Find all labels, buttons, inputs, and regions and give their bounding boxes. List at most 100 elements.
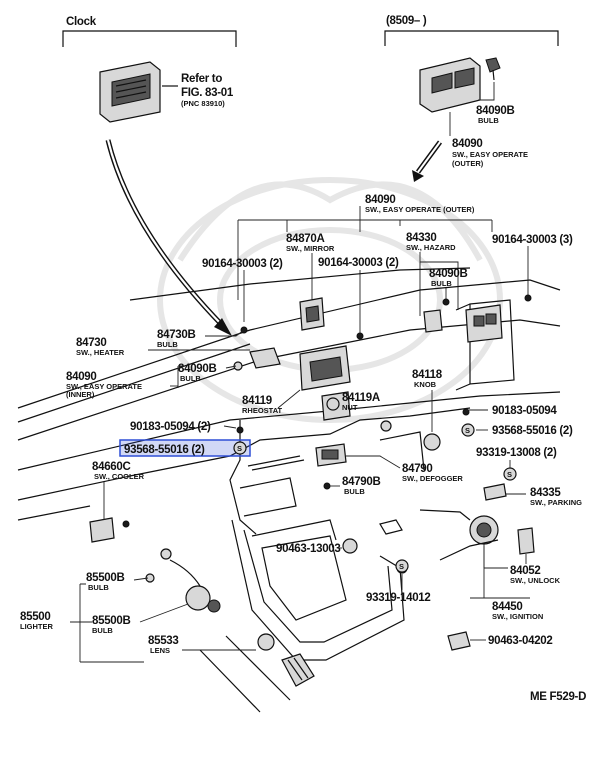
- lbl-84660c: SW., COOLER: [94, 472, 145, 481]
- lbl-84090-outer-top: SW., EASY OPERATE (OUTER): [365, 205, 475, 214]
- part-85500b-a: 85500B BULB: [86, 572, 149, 592]
- pn-93568-right: 93568-55016 (2): [492, 425, 573, 437]
- lbl-84118: KNOB: [414, 380, 437, 389]
- pn-84090b-mid: 84090B: [429, 268, 467, 280]
- date-header: (8509– ): [384, 15, 559, 46]
- part-90183-left: 90183-05094 (2): [130, 421, 237, 433]
- part-84118: 84118 KNOB: [412, 369, 443, 432]
- pn-84790: 84790: [402, 463, 432, 475]
- part-84330: 84330 SW., HAZARD: [406, 232, 459, 316]
- pn-85500: 85500: [20, 611, 50, 623]
- footer-code: ME F529-D: [530, 691, 586, 703]
- part-90463-04202: 90463-04202: [470, 635, 553, 647]
- pn-84090b-left: 84090B: [178, 363, 216, 375]
- pn-90164-left: 90164-30003 (2): [202, 258, 283, 270]
- svg-text:S: S: [465, 426, 470, 435]
- pn-84090-inner: 84090: [66, 371, 96, 383]
- dash-components: [89, 294, 535, 687]
- dashboard-drawing: [17, 267, 561, 713]
- lbl-84090-outer: SW., EASY OPERATE: [452, 150, 528, 159]
- part-90164-right: 90164-30003 (3): [492, 234, 573, 296]
- pn-84730b: 84730B: [157, 329, 195, 341]
- pn-90183-left: 90183-05094 (2): [130, 421, 211, 433]
- pn-85533: 85533: [148, 635, 178, 647]
- part-90183-right: 90183-05094: [466, 405, 558, 417]
- pn-84119: 84119: [242, 395, 272, 407]
- pn-93319-13008: 93319-13008 (2): [476, 447, 557, 459]
- part-93319-13008: 93319-13008 (2) S: [476, 447, 557, 481]
- clock-unit-drawing: [99, 61, 161, 123]
- part-84730: 84730 SW., HEATER: [76, 337, 250, 357]
- pn-84090-outer: 84090: [452, 138, 482, 150]
- part-84870a: 84870A SW., MIRROR: [286, 233, 335, 302]
- pn-84330: 84330: [406, 232, 436, 244]
- pn-90183-right: 90183-05094: [492, 405, 557, 417]
- fig-ref-text: FIG. 83-01: [181, 87, 234, 99]
- lbl-84870a: SW., MIRROR: [286, 244, 335, 253]
- part-93568-right: S 93568-55016 (2): [461, 423, 573, 437]
- lbl-84119: RHEOSTAT: [242, 406, 283, 415]
- part-84090b-left: 84090B BULB: [177, 363, 237, 388]
- lbl-85500b-a: BULB: [88, 583, 109, 592]
- part-84090b-top: 84090B BULB: [476, 82, 515, 125]
- part-85533: 85533 LENS: [148, 635, 256, 655]
- clock-title: Clock: [66, 16, 97, 28]
- pn-90164-right: 90164-30003 (3): [492, 234, 573, 246]
- date-range: (8509– ): [386, 15, 427, 27]
- part-84090-inner: 84090 SW., EASY OPERATE (INNER): [66, 371, 178, 399]
- lbl-84790: SW., DEFOGGER: [402, 474, 463, 483]
- lbl-84090b-top: BULB: [478, 116, 499, 125]
- lbl-84335: SW., PARKING: [530, 498, 582, 507]
- part-84052: 84052 SW., UNLOCK: [483, 546, 561, 585]
- part-90164-mid: 90164-30003 (2): [318, 257, 399, 334]
- pn-84335: 84335: [530, 487, 561, 499]
- svg-text:S: S: [237, 444, 242, 453]
- outer-switch-drawing: [419, 57, 501, 113]
- pn-84118: 84118: [412, 369, 443, 381]
- pn-84660c: 84660C: [92, 461, 130, 473]
- part-93568-left: 93568-55016 (2) S: [119, 439, 251, 457]
- part-84790b: 84790B BULB: [330, 476, 381, 496]
- pn-84119a: 84119A: [342, 392, 380, 404]
- svg-text:S: S: [507, 470, 512, 479]
- pn-84730: 84730: [76, 337, 106, 349]
- lbl-84450: SW., IGNITION: [492, 612, 543, 621]
- lbl-85500b-b: BULB: [92, 626, 113, 635]
- pn-85500b-a: 85500B: [86, 572, 124, 584]
- pn-90463-13003: 90463-13003: [276, 543, 341, 555]
- clock-arrow: [105, 139, 232, 336]
- pn-84870a: 84870A: [286, 233, 324, 245]
- pn-93568-left: 93568-55016 (2): [124, 444, 205, 456]
- pn-90463-04202: 90463-04202: [488, 635, 553, 647]
- part-84119a: 84119A NUT: [342, 392, 380, 412]
- pn-85500b-b: 85500B: [92, 615, 130, 627]
- pn-90164-mid: 90164-30003 (2): [318, 257, 399, 269]
- part-84090-outer-top: 84090 SW., EASY OPERATE (OUTER): [237, 194, 493, 300]
- part-90164-left: 90164-30003 (2): [202, 258, 283, 322]
- lbl2-84090-inner: (INNER): [66, 390, 95, 399]
- part-84119: 84119 RHEOSTAT: [242, 389, 301, 415]
- lbl-84090b-left: BULB: [180, 374, 201, 383]
- pn-84450: 84450: [492, 601, 522, 613]
- outer-arrow: [412, 140, 443, 182]
- lbl-84790b: BULB: [344, 487, 365, 496]
- lbl2-84090-outer: (OUTER): [452, 159, 484, 168]
- part-93319-14012: S 93319-14012: [366, 559, 431, 604]
- part-84090-outer: 84090 SW., EASY OPERATE (OUTER): [449, 112, 528, 168]
- part-84730b: 84730B BULB: [157, 329, 245, 349]
- lbl-84730: SW., HEATER: [76, 348, 125, 357]
- part-90463-13003: 90463-13003: [276, 543, 342, 555]
- highlight-box[interactable]: [119, 439, 251, 457]
- clock-header: Clock: [62, 16, 237, 47]
- lbl-84330: SW., HAZARD: [406, 243, 456, 252]
- part-84450: 84450 SW., IGNITION: [470, 544, 543, 621]
- lbl-85500: LIGHTER: [20, 622, 53, 631]
- refer-to-text: Refer to: [181, 73, 222, 85]
- lbl-84730b: BULB: [157, 340, 178, 349]
- svg-text:S: S: [399, 562, 404, 571]
- lbl-84090b-mid: BULB: [431, 279, 452, 288]
- part-85500b-b: 85500B BULB: [92, 603, 189, 635]
- pn-84052: 84052: [510, 565, 540, 577]
